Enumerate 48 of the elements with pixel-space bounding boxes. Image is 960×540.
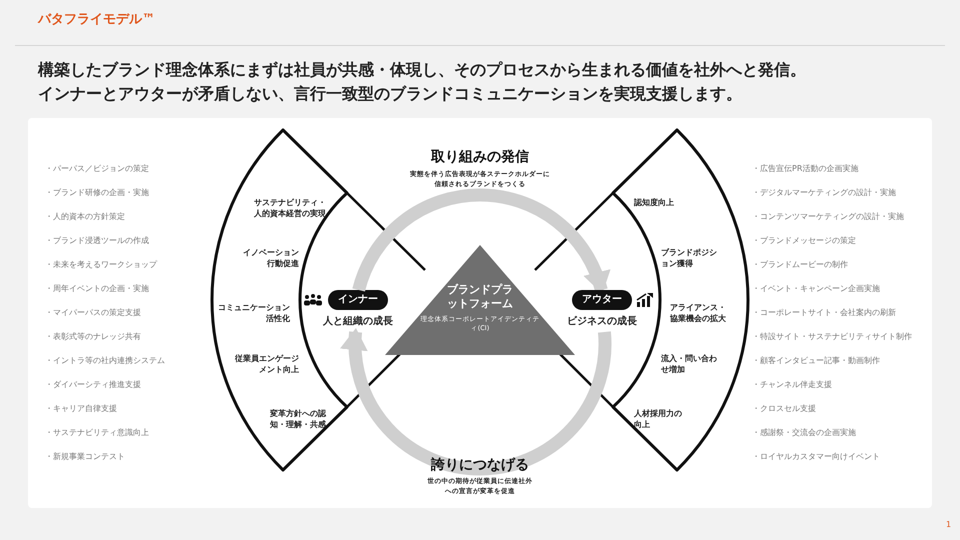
band-item-text: 変革方針への認知・理解・共感 xyxy=(269,408,326,430)
list-item-text: ・イントラ等の社内連携システム xyxy=(45,355,165,366)
label-pill: インナー xyxy=(328,290,388,310)
list-item-text: ・サステナビリティ意識向上 xyxy=(45,427,149,438)
cycle-arrow xyxy=(341,328,612,476)
list-item-text: ・クロスセル支援 xyxy=(752,403,816,414)
band-item-text: 人材採用力の向上 xyxy=(634,408,683,430)
band-item-text: ブランドポジション獲得 xyxy=(661,247,718,269)
list-item-text: ・特設サイト・サステナビリティサイト制作 xyxy=(752,331,912,342)
band-item-text: コミュニケーション活性化 xyxy=(217,302,290,324)
band-item-text: 認知度向上 xyxy=(634,197,675,208)
list-item-text: ・感謝祭・交流会の企画実施 xyxy=(752,427,856,438)
list-item-text: ・コーポレートサイト・会社案内の刷新 xyxy=(752,307,896,318)
edge-label: 取り組みの発信 xyxy=(430,148,530,166)
caption-text: 人と組織の成長 xyxy=(322,315,394,329)
page-number: 1 xyxy=(946,520,952,529)
list-item-text: ・コンテンツマーケティングの設計・実施 xyxy=(752,211,904,222)
list-item-text: ・チャンネル伴走支援 xyxy=(752,379,832,390)
list-item-text: ・デジタルマーケティングの設計・実施 xyxy=(752,187,896,198)
list-item-text: ・ブランド浸透ツールの作成 xyxy=(45,235,149,246)
list-item-text: ・顧客インタビュー記事・動画制作 xyxy=(752,355,880,366)
page-title: バタフライモデル™ xyxy=(38,11,155,28)
list-item-text: ・新規事業コンテスト xyxy=(45,451,125,462)
list-item-text: ・ブランド研修の企画・実施 xyxy=(45,187,149,198)
band-item-text: イノベーション行動促進 xyxy=(242,247,299,269)
edge-label: 誇りにつなげる xyxy=(430,456,530,474)
list-item-text: ・ブランドムービーの制作 xyxy=(752,259,848,270)
list-item-text: ・イベント・キャンペーン企画実施 xyxy=(752,283,880,294)
cycle-arrow xyxy=(352,188,610,294)
list-item-text: ・ロイヤルカスタマー向けイベント xyxy=(752,451,880,462)
caption-text: ビジネスの成長 xyxy=(566,315,638,329)
list-item-text: ・周年イベントの企画・実施 xyxy=(45,283,149,294)
band-item-text: 流入・問い合わせ増加 xyxy=(661,353,718,375)
list-item-text: ・ブランドメッセージの策定 xyxy=(752,235,856,246)
list-item-text: ・ダイバーシティ推進支援 xyxy=(45,379,141,390)
list-item-text: ・広告宣伝PR活動の企画実施 xyxy=(752,163,858,174)
list-item-text: ・表彰式等のナレッジ共有 xyxy=(45,331,141,342)
band-item-text: アライアンス・協業機会の拡大 xyxy=(670,302,727,324)
list-item-text: ・未来を考えるワークショップ xyxy=(45,259,157,270)
label-pill: アウター xyxy=(572,290,632,310)
band-item-text: サステナビリティ・人的資本経営の実現 xyxy=(253,197,326,219)
lead-paragraph: 構築したブランド理念体系にまずは社員が共感・体現し、そのプロセスから生まれる価値を社外へと発信。インナーとアウターが矛盾しない、言行一致型のブランドコミュニケーションを実現支援します。 xyxy=(38,59,807,105)
list-item-text: ・パーパス／ビジョンの策定 xyxy=(45,163,149,174)
list-item-text: ・人的資本の方針策定 xyxy=(45,211,125,222)
list-item-text: ・マイパーパスの策定支援 xyxy=(45,307,141,318)
triangle-heading: ブランドプラットフォーム xyxy=(446,283,514,311)
list-item-text: ・キャリア自律支援 xyxy=(45,403,117,414)
band-item-text: 従業員エンゲージメント向上 xyxy=(234,353,299,375)
